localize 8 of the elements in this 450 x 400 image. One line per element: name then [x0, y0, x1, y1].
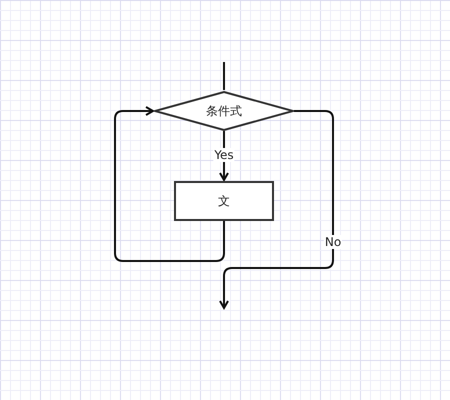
process-box: 文: [174, 181, 274, 221]
arrow: [114, 106, 225, 262]
decision-diamond: 条件式: [154, 91, 294, 131]
edge-label: No: [324, 235, 342, 249]
arrow: [219, 131, 229, 181]
arrow: [219, 110, 334, 309]
connector-line: [223, 62, 225, 90]
edge-label: Yes: [213, 148, 235, 162]
